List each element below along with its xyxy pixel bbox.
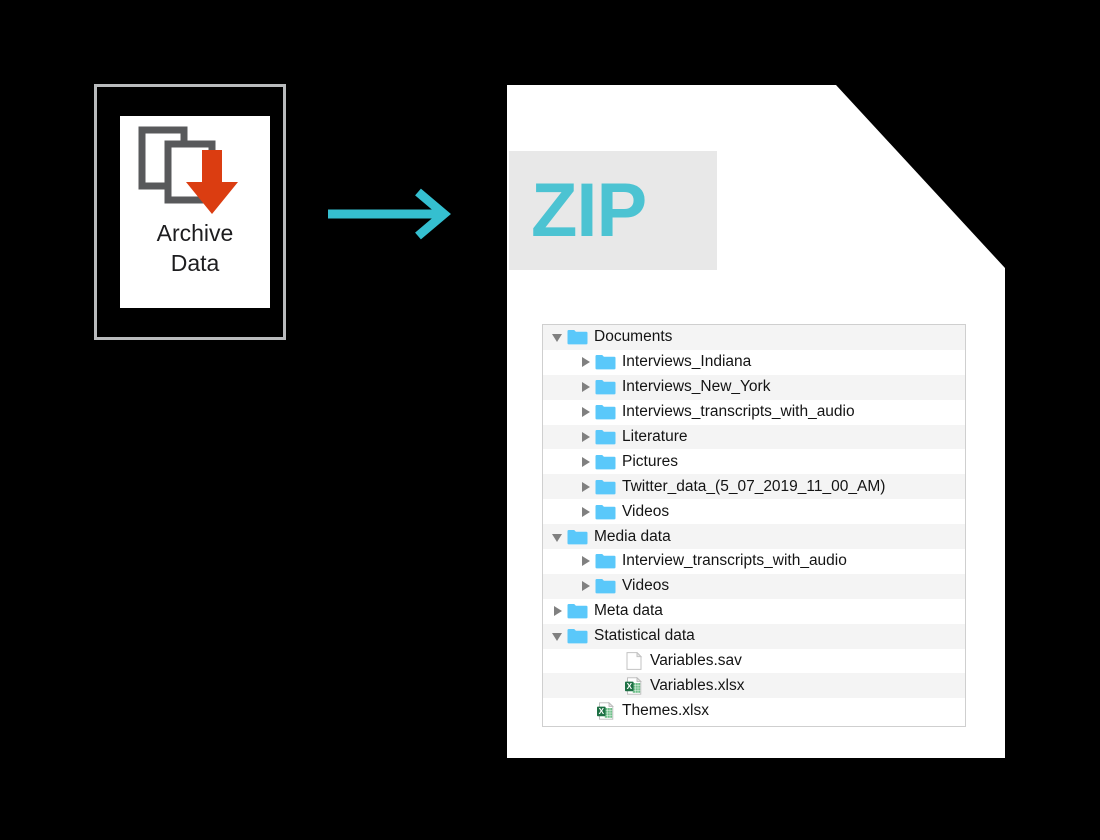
- file-tree-row-label: Pictures: [622, 452, 678, 470]
- file-tree-row[interactable]: Videos: [543, 573, 965, 599]
- file-tree-row-label: Meta data: [594, 602, 663, 620]
- file-tree-row[interactable]: Interview_transcripts_with_audio: [543, 549, 965, 574]
- disclosure-triangle-collapsed-icon[interactable]: [578, 375, 595, 399]
- archive-label-line-1: Archive: [156, 220, 234, 246]
- file-tree-row[interactable]: X Variables.xlsx: [543, 673, 965, 699]
- folder-icon: [595, 503, 616, 521]
- archive-label-line-2: Data: [170, 250, 220, 276]
- folder-icon: [595, 353, 616, 371]
- folder-icon: [595, 378, 616, 396]
- folder-icon: [595, 403, 616, 421]
- disclosure-triangle-placeholder: [578, 699, 595, 723]
- file-tree-row-label: Media data: [594, 527, 671, 545]
- file-tree-row[interactable]: Statistical data: [543, 623, 965, 649]
- folder-icon: [595, 552, 616, 570]
- zip-format-badge: ZIP: [509, 151, 717, 270]
- excel-file-icon: X: [595, 701, 616, 720]
- file-tree-row-label: Interviews_transcripts_with_audio: [622, 403, 855, 421]
- disclosure-triangle-collapsed-icon[interactable]: [578, 425, 595, 449]
- file-tree-row-label: Videos: [622, 502, 670, 520]
- disclosure-triangle-collapsed-icon[interactable]: [578, 450, 595, 474]
- folder-icon: [595, 428, 616, 446]
- file-tree-row[interactable]: Twitter_data_(5_07_2019_11_00_AM): [543, 474, 965, 500]
- file-tree-row-label: Variables.xlsx: [650, 676, 745, 694]
- disclosure-triangle-expanded-icon[interactable]: [550, 525, 567, 549]
- zip-badge-label: ZIP: [531, 167, 647, 253]
- file-tree-row-label: Documents: [594, 328, 673, 346]
- disclosure-triangle-expanded-icon[interactable]: [550, 624, 567, 648]
- disclosure-triangle-collapsed-icon[interactable]: [578, 500, 595, 524]
- file-tree-row[interactable]: Variables.sav: [543, 648, 965, 674]
- file-tree-row[interactable]: Meta data: [543, 598, 965, 624]
- folder-icon: [595, 453, 616, 471]
- archive-data-label: Archive Data: [120, 218, 270, 278]
- disclosure-triangle-collapsed-icon[interactable]: [578, 400, 595, 424]
- file-tree-row-label: Variables.sav: [650, 652, 742, 670]
- folder-icon: [567, 328, 588, 346]
- archive-data-card-inner: Archive Data: [120, 116, 270, 308]
- archive-data-card[interactable]: Archive Data: [94, 84, 286, 340]
- file-tree-row[interactable]: X Themes.xlsx: [543, 698, 965, 724]
- folder-icon: [595, 577, 616, 595]
- file-tree-row[interactable]: Interviews_transcripts_with_audio: [543, 399, 965, 425]
- svg-text:X: X: [599, 707, 605, 716]
- disclosure-triangle-placeholder: [606, 649, 623, 673]
- file-tree-row-label: Statistical data: [594, 627, 695, 645]
- disclosure-triangle-collapsed-icon[interactable]: [578, 574, 595, 598]
- file-tree-row[interactable]: Pictures: [543, 449, 965, 475]
- file-tree-row[interactable]: Interviews_Indiana: [543, 349, 965, 375]
- right-arrow-icon: [328, 188, 451, 240]
- file-tree-row-label: Literature: [622, 428, 688, 445]
- file-tree-row[interactable]: Media data: [543, 524, 965, 550]
- archive-data-icon: [138, 126, 238, 214]
- file-tree-row-label: Interviews_New_York: [622, 378, 771, 396]
- excel-file-icon: X: [623, 676, 644, 695]
- svg-text:X: X: [627, 682, 633, 691]
- file-tree-row-label: Interviews_Indiana: [622, 353, 752, 371]
- file-tree-row[interactable]: Documents: [543, 325, 965, 350]
- disclosure-triangle-placeholder: [606, 674, 623, 698]
- folder-icon: [567, 602, 588, 620]
- file-tree-row[interactable]: Literature: [543, 424, 965, 450]
- disclosure-triangle-collapsed-icon[interactable]: [578, 475, 595, 499]
- file-tree-row-label: Interview_transcripts_with_audio: [622, 552, 847, 570]
- folder-icon: [567, 528, 588, 546]
- file-tree-row-label: Themes.xlsx: [622, 701, 709, 719]
- disclosure-triangle-collapsed-icon[interactable]: [578, 549, 595, 573]
- disclosure-triangle-expanded-icon[interactable]: [550, 325, 567, 349]
- file-tree-row-label: Videos: [622, 577, 670, 595]
- folder-icon: [595, 478, 616, 496]
- disclosure-triangle-collapsed-icon[interactable]: [550, 599, 567, 623]
- file-tree-row[interactable]: Videos: [543, 499, 965, 525]
- folder-icon: [567, 627, 588, 645]
- file-tree-row-label: Twitter_data_(5_07_2019_11_00_AM): [622, 477, 886, 495]
- disclosure-triangle-collapsed-icon[interactable]: [578, 350, 595, 374]
- document-file-icon: [623, 651, 644, 670]
- file-tree-row[interactable]: Interviews_New_York: [543, 374, 965, 400]
